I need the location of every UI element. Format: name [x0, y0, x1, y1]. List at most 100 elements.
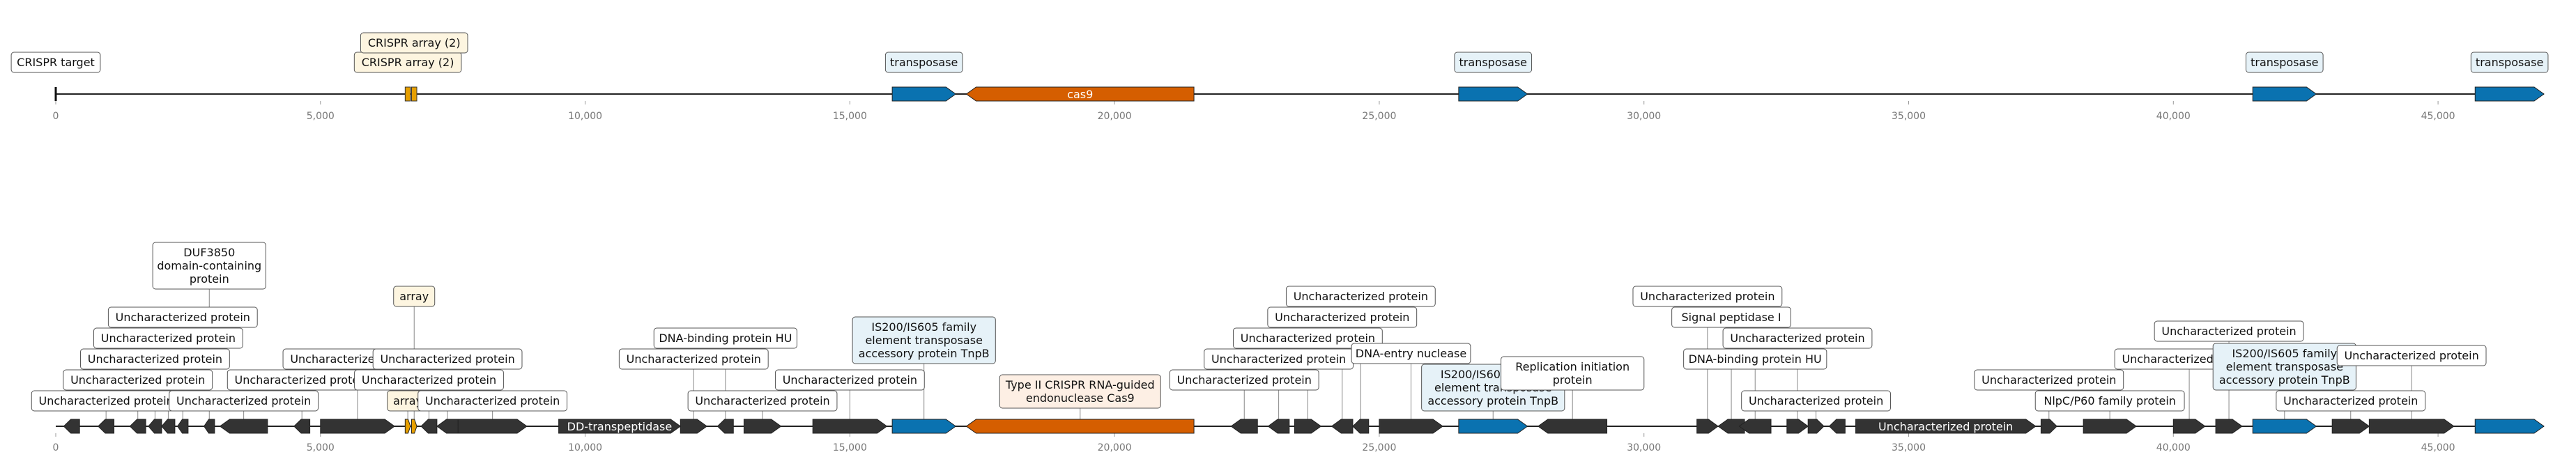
feature-crispr-array-2-label-line: CRISPR array (2) — [362, 56, 454, 69]
gene-uncharacterized-protein-label-box — [2276, 390, 2426, 412]
gene-uncharacterized-protein-label-line: Uncharacterized protein — [1981, 373, 2116, 387]
axis-tick-label: 35,000 — [1892, 442, 1926, 453]
gene-uncharacterized-protein-label: Uncharacterized protein — [1211, 352, 1346, 366]
gene-uncharacterized-protein-label: Uncharacterized protein — [2283, 394, 2418, 407]
gene-uncharacterized-protein-label: Uncharacterized protein — [1275, 311, 1409, 324]
gene-array-arrow — [404, 419, 411, 434]
feature-transposase-label-box — [884, 52, 963, 73]
gene-uncharacterized-protein-arrow — [320, 419, 395, 434]
gene-uncharacterized-protein-label: Uncharacterized protein — [1981, 373, 2116, 387]
axis-tick-label: 10,000 — [568, 442, 602, 453]
gene-is200-is605-family-element-transposase-accessory-protein-tnpb-label-box — [2212, 343, 2356, 391]
gene-is200-is605-family-element-transposase-accessory-protein-tnpb-label-box — [852, 316, 996, 364]
gene-uncharacterized-protein-arrow — [1807, 419, 1825, 434]
gene-uncharacterized-protein-label: Uncharacterized protein — [1749, 394, 1883, 407]
feature-transposase-label: transposase — [1459, 56, 1527, 69]
gene-dna-binding-protein-hu-label: DNA-binding protein HU — [659, 332, 792, 345]
gene-uncharacterized-protein-label-line: Uncharacterized protein — [1294, 290, 1428, 303]
gene-uncharacterized-protein-label-box — [1632, 286, 1783, 307]
gene-array-label-line: array — [399, 290, 429, 303]
gene-uncharacterized-protein-label: Uncharacterized protein — [1730, 332, 1864, 345]
gene-dna-entry-nuclease-arrow — [1379, 419, 1443, 434]
gene-uncharacterized-protein-label-line: Uncharacterized protein — [235, 373, 369, 387]
gene-uncharacterized-protein-arrow — [1352, 419, 1370, 434]
gene-uncharacterized-protein-label: Uncharacterized protein — [1878, 420, 2013, 433]
gene-uncharacterized-protein-arrow — [1828, 419, 1846, 434]
feature-crispr-array-2-label-box — [360, 32, 468, 54]
gene-uncharacterized-protein-arrow — [1855, 419, 2037, 434]
gene-uncharacterized-protein-label-line: Uncharacterized protein — [1275, 311, 1409, 324]
gene-is200-is605-family-element-transposase-accessory-protein-tnpb-arrow — [2252, 419, 2317, 434]
gene-uncharacterized-protein-label-box — [1169, 369, 1319, 391]
gene-uncharacterized-protein-label-box — [2336, 345, 2487, 366]
feature-crispr-array-2-label: CRISPR array (2) — [368, 36, 461, 49]
gene-uncharacterized-protein-label: Uncharacterized protein — [1640, 290, 1774, 303]
gene-signal-peptidase-i-arrow — [1717, 419, 1745, 434]
axis-tick-label: 45,000 — [2421, 111, 2455, 122]
gene-type-ii-crispr-rna-guided-endonuclease-cas9-label-line: Type II CRISPR RNA-guided — [1005, 378, 1155, 391]
gene-nlpc-p60-family-protein-label-box — [2034, 390, 2185, 412]
gene-array-label-box — [393, 286, 436, 307]
axis-tick-label: 45,000 — [2421, 442, 2455, 453]
gene-uncharacterized-protein-label-line: Uncharacterized protein — [627, 352, 761, 366]
gene-uncharacterized-protein-label: Uncharacterized protein — [39, 394, 174, 407]
gene-uncharacterized-protein-label: Uncharacterized protein — [2161, 325, 2296, 338]
gene-uncharacterized-protein-arrow — [1331, 419, 1354, 434]
gene-uncharacterized-protein-label-box — [93, 327, 243, 349]
gene-uncharacterized-protein-arrow — [457, 419, 528, 434]
gene-uncharacterized-protein-label: Uncharacterized protein — [70, 373, 205, 387]
feature-transposase-arrow — [2474, 86, 2545, 102]
gene-uncharacterized-protein-label-line: Uncharacterized protein — [783, 373, 917, 387]
gene-dna-binding-protein-hu-arrow — [1738, 419, 1772, 434]
gene-uncharacterized-protein-arrow — [129, 419, 146, 434]
axis-tick-label: 15,000 — [833, 111, 867, 122]
feature-transposase-label: transposase — [2251, 56, 2318, 69]
gene-uncharacterized-protein-label-box — [372, 348, 523, 370]
gene-uncharacterized-protein-label-line: Uncharacterized protein — [70, 373, 205, 387]
gene-uncharacterized-protein-label: Uncharacterized protein — [695, 394, 829, 407]
gene-uncharacterized-protein-arrow — [1696, 419, 1719, 434]
gene-is200-is605-family-element-transposase-accessory-protein-tnpb-label-line: element transposase — [865, 334, 982, 347]
gene-uncharacterized-protein-label: Uncharacterized protein — [176, 394, 311, 407]
gene-uncharacterized-protein-label-box — [107, 306, 258, 328]
gene-uncharacterized-protein-label-box — [1267, 306, 1418, 328]
gene-uncharacterized-protein-label: Uncharacterized protein — [380, 352, 514, 366]
gene-replication-initiation-protein-label-line: protein — [1553, 373, 1593, 387]
feature-transposase-arrow — [891, 86, 957, 102]
gene-uncharacterized-protein-arrow — [2331, 419, 2370, 434]
axis-tick-label: 25,000 — [1362, 111, 1396, 122]
gene-uncharacterized-protein-label: Uncharacterized protein — [1294, 290, 1428, 303]
feature-transposase-label: transposase — [890, 56, 958, 69]
gene-duf3850-domain-containing-protein-label-box — [152, 242, 266, 290]
gene-dna-binding-protein-hu-label-line: DNA-binding protein HU — [659, 332, 792, 345]
gene-replication-initiation-protein-arrow — [1537, 419, 1608, 434]
axis-tick-label: 5,000 — [307, 442, 335, 453]
gene-dna-binding-protein-hu-label-line: DNA-binding protein HU — [1689, 352, 1822, 366]
gene-array-arrow — [411, 419, 417, 434]
gene-signal-peptidase-i-label: Signal peptidase I — [1682, 311, 1781, 324]
gene-uncharacterized-protein-label: Uncharacterized protein — [1177, 373, 1312, 387]
gene-type-ii-crispr-rna-guided-endonuclease-cas9-label-line: endonuclease Cas9 — [1026, 391, 1135, 405]
gene-uncharacterized-protein-label-line: Uncharacterized protein — [1211, 352, 1346, 366]
gene-is200-is605-family-element-transposase-accessory-protein-tnpb-label-line: accessory protein TnpB — [1427, 394, 1558, 407]
axis-tick-label: 30,000 — [1627, 442, 1661, 453]
axis-tick-label: 40,000 — [2156, 111, 2191, 122]
feature-transposase-label-line: transposase — [890, 56, 958, 69]
feature-crispr-array-2-label: CRISPR array (2) — [362, 56, 454, 69]
gene-uncharacterized-protein-label-box — [618, 348, 769, 370]
gene-unlabeled-arrow — [63, 419, 80, 434]
gene-uncharacterized-protein-label-line: Uncharacterized protein — [116, 311, 250, 324]
gene-is200-is605-family-element-transposase-accessory-protein-tnpb-label-line: accessory protein TnpB — [2219, 373, 2350, 387]
gene-dna-entry-nuclease-label-box — [1351, 343, 1471, 364]
gene-uncharacterized-protein-arrow — [812, 419, 888, 434]
gene-uncharacterized-protein-label-line: Uncharacterized protein — [176, 394, 311, 407]
gene-uncharacterized-protein-label-box — [354, 369, 504, 391]
gene-nlpc-p60-family-protein-arrow — [2083, 419, 2137, 434]
feature-cas9-arrow — [965, 86, 1195, 102]
gene-uncharacterized-protein-arrow — [1786, 419, 1809, 434]
gene-uncharacterized-protein-arrow — [2368, 419, 2455, 434]
axis-tick-label: 35,000 — [1892, 111, 1926, 122]
